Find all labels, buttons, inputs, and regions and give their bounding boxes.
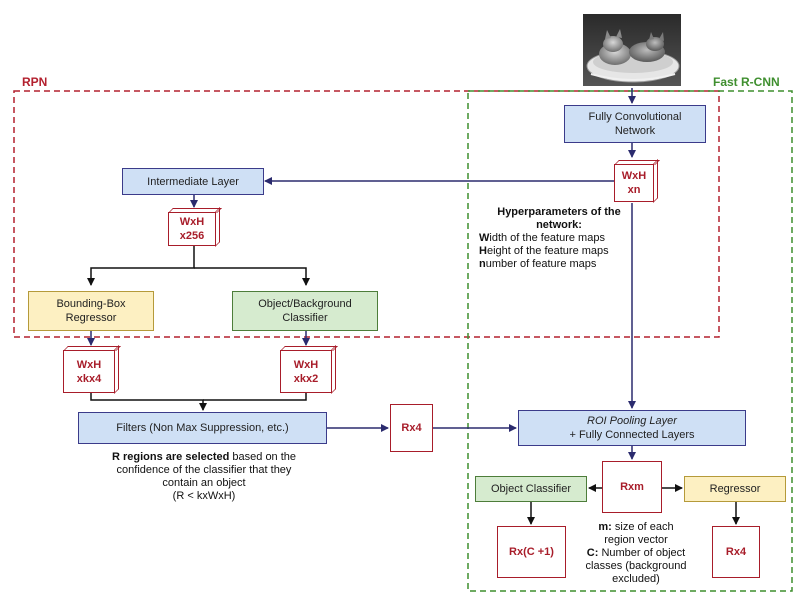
object-classifier-label: Object Classifier [490,483,572,495]
m-c-definition-note: m: size of each region vector C: Number … [581,521,691,586]
filters-label: Filters (Non Max Suppression, etc.) [116,422,289,434]
objbg-classifier-label-line1: Object/Background [258,298,352,310]
object-background-classifier-box: Object/Background Classifier [232,291,378,331]
fcn-label-line1: Fully Convolutional [588,111,682,123]
feature-map-wxh256-line2: x256 [179,230,205,242]
object-classifier-box: Object Classifier [475,476,587,502]
rxm-label: Rxm [620,481,644,493]
hyper-title-line1: Hyperparameters of the [497,206,621,218]
hyper-width-rest: idth of the feature maps [489,232,605,244]
rxc1-output-box: Rx(C +1) [497,526,566,578]
bbox-regressor-label-line1: Bounding-Box [56,298,126,310]
hyper-width-initial: W [479,232,490,244]
feature-map-wxhxn: WxH xn [614,164,654,202]
rxm-box: Rxm [602,461,662,513]
roi-pooling-box: ROI Pooling Layer + Fully Connected Laye… [518,410,746,446]
rsel-bold: R regions are selected [111,451,230,463]
rsel-line4: (R < kxWxH) [172,490,236,502]
rsel-line1: R regions are selected based on the [84,451,324,464]
wire-256-split-right [194,267,310,286]
region-selection-note: R regions are selected based on the conf… [84,451,324,503]
m-bold: m: [598,521,612,533]
rx4-proposals-label: Rx4 [401,422,422,434]
tensor-wxhxkx4-line1: WxH [76,358,102,371]
hyper-title-line2: network: [536,219,582,231]
hyper-height-initial: H [479,245,487,257]
wire-256-split [87,245,195,286]
fast-rcnn-label: Fast R-CNN [713,75,780,89]
rsel-line2: confidence of the classifier that they [116,464,292,476]
feature-map-wxh256: WxH x256 [168,212,216,246]
wire-k4-to-filters [90,393,207,411]
roi-pooling-label-line1: ROI Pooling Layer [587,415,677,427]
kittens-photo-icon [583,14,681,86]
c-bold: C: [586,547,599,559]
feature-map-wxhxn-line2: xn [627,184,641,196]
rx4-output-box: Rx4 [712,526,760,578]
intermediate-layer-label: Intermediate Layer [147,175,239,188]
rxc1-output-label: Rx(C +1) [509,546,554,558]
rx4-output-label: Rx4 [725,546,747,558]
bounding-box-regressor-box: Bounding-Box Regressor [28,291,154,331]
feature-map-wxh256-line1: WxH [179,216,205,228]
c-line3: excluded) [612,573,660,585]
fully-convolutional-network-box: Fully Convolutional Network [564,105,706,143]
filters-nms-box: Filters (Non Max Suppression, etc.) [78,412,327,444]
m-line2: region vector [604,534,668,546]
bbox-regressor-label-line2: Regressor [65,312,117,324]
intermediate-layer-box: Intermediate Layer [122,168,264,195]
objbg-classifier-label-line2: Classifier [282,312,328,324]
roi-pooling-label-line2: + Fully Connected Layers [569,429,695,441]
m-rest: size of each [611,521,674,533]
hyper-title: Hyperparameters of the network: [479,206,639,232]
c-line1: C: Number of object [581,547,691,560]
tensor-wxhxkx2-line1: WxH [293,358,319,371]
hyper-height: Height of the feature maps [479,245,639,258]
feature-map-wxhxn-line1: WxH [621,170,647,182]
hyper-number-rest: umber of feature maps [485,258,597,270]
tensor-wxhxkx4: WxH xkx4 [63,350,115,393]
rx4-proposals-box: Rx4 [390,404,433,452]
tensor-wxhxkx2-line2: xkx2 [293,372,319,385]
regressor-label: Regressor [709,483,761,495]
tensor-wxhxkx2: WxH xkx2 [280,350,332,393]
fcn-label-line2: Network [614,125,656,137]
fast-rcnn-region-border [467,90,793,592]
tensor-wxhxkx4-line2: xkx4 [76,372,102,385]
hyper-width: Width of the feature maps [479,232,639,245]
rpn-label: RPN [22,75,48,89]
wire-k2-to-filters [203,393,307,401]
hyperparameters-note: Hyperparameters of the network: Width of… [479,206,639,271]
rsel-rest1: based on the [229,451,297,463]
rsel-line3: contain an object [162,477,246,489]
c-rest: Number of object [598,547,686,559]
m-line1: m: size of each [581,521,691,534]
c-line2: classes (background [585,560,687,572]
hyper-number: number of feature maps [479,258,639,271]
regressor-box: Regressor [684,476,786,502]
rpn-region-border [13,90,720,338]
hyper-number-initial: n [479,258,486,270]
hyper-height-rest: eight of the feature maps [486,245,609,257]
